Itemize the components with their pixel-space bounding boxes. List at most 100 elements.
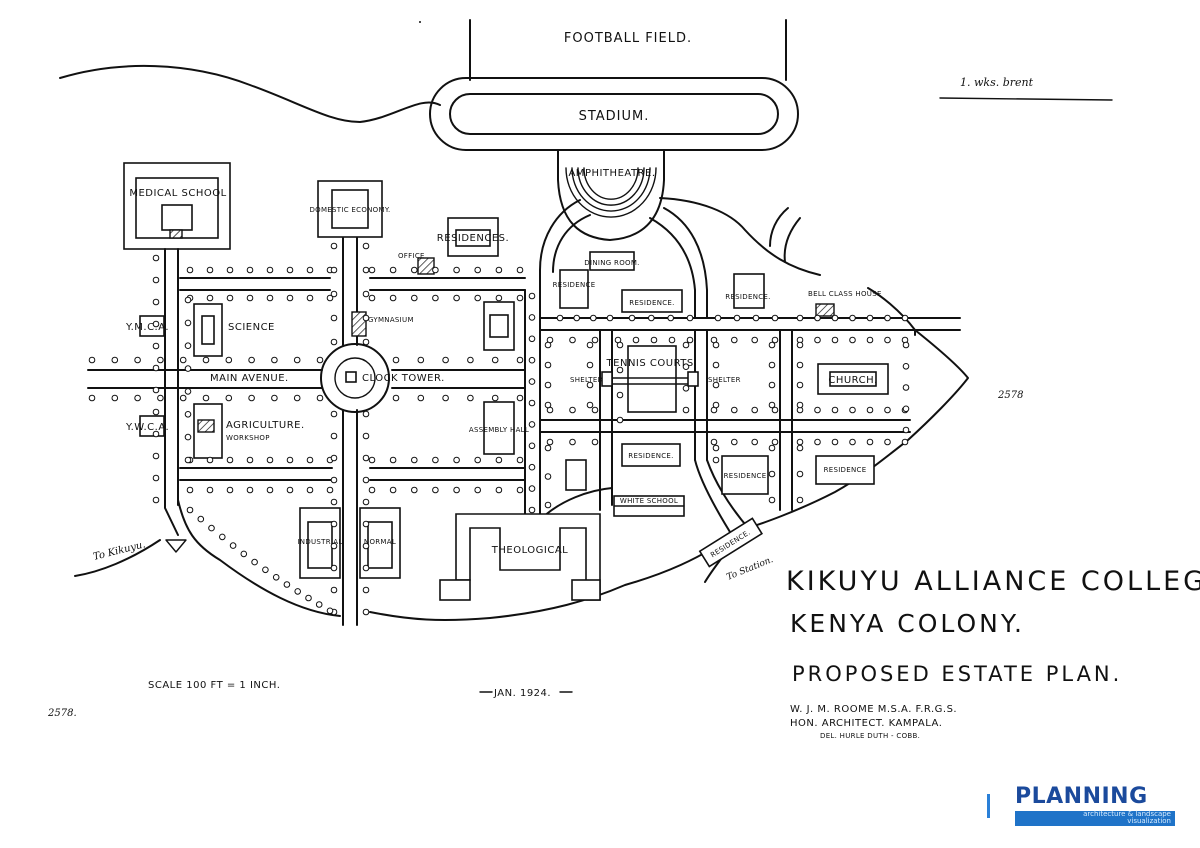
tree-mark (616, 366, 624, 374)
tree-mark (814, 406, 821, 414)
tree-mark (866, 438, 874, 446)
tree-mark (544, 501, 552, 509)
tree-mark (516, 456, 524, 464)
tree-mark (248, 356, 255, 364)
tree-mark (884, 438, 891, 446)
tree-mark (368, 294, 376, 302)
tree-mark (710, 438, 718, 446)
role-line: Hon. Architect. Kampala. (790, 718, 942, 729)
tree-mark (362, 410, 370, 418)
tree-mark (186, 266, 194, 274)
tree-mark (616, 416, 624, 424)
tree-mark (771, 336, 779, 344)
tree-mark (362, 608, 370, 616)
plan-labels: Football Field. Stadium. Amphitheatre. M… (125, 31, 882, 559)
label-domestic-economy: Domestic Economy. (309, 206, 390, 214)
tree-mark (616, 391, 624, 399)
label-bell-class-house: Bell Class House (808, 290, 882, 298)
tree-mark (326, 294, 334, 302)
tree-mark (368, 486, 376, 494)
label-gymnasium: Gymnasium (368, 316, 414, 324)
tree-mark (686, 314, 694, 322)
tree-mark (751, 406, 759, 414)
label-main-avenue: Main Avenue. (210, 373, 289, 384)
tree-mark (362, 520, 370, 528)
tree-mark (152, 342, 160, 350)
tree-mark (796, 470, 804, 478)
title-line-1: Kikuyu Alliance College (786, 566, 1200, 597)
tree-mark (796, 341, 804, 349)
tree-mark (528, 314, 536, 321)
tree-mark (184, 388, 192, 395)
tree-mark (330, 476, 338, 484)
tree-mark (849, 438, 856, 446)
tree-mark (152, 496, 160, 504)
tree-mark (528, 506, 536, 514)
tree-mark (751, 438, 759, 446)
tree-mark (814, 336, 821, 344)
tree-mark (712, 456, 720, 464)
tree-mark (206, 486, 214, 494)
tree-mark (368, 456, 376, 464)
planning-logo: PLANNING architecture & landscape visual… (1015, 784, 1175, 828)
tree-mark (586, 401, 594, 409)
tree-mark (286, 486, 294, 494)
tree-mark (330, 586, 338, 594)
tree-mark (712, 341, 720, 349)
tree-mark (849, 406, 856, 414)
tree-mark (293, 394, 301, 402)
tree-mark (246, 486, 254, 494)
label-theological: Theological (491, 545, 569, 556)
ref-number-left: 2578. (47, 708, 77, 719)
label-office: Office (398, 252, 425, 260)
tree-mark (152, 276, 160, 284)
tree-mark (157, 394, 164, 402)
tree-mark (731, 336, 738, 344)
tree-mark (186, 506, 194, 514)
tree-mark (368, 266, 376, 274)
logo-name: PLANNING (1015, 784, 1148, 809)
label-normal: Normal (364, 538, 396, 546)
tree-mark (432, 456, 439, 464)
tree-mark (389, 266, 397, 274)
tree-mark (516, 356, 524, 364)
tree-mark (591, 438, 599, 446)
tree-mark (389, 294, 397, 302)
tree-mark (516, 266, 524, 274)
tree-mark (474, 486, 482, 494)
stadium-group (429, 77, 799, 241)
tree-mark (902, 426, 910, 434)
label-residence-centre-mid: Residence. (628, 452, 673, 460)
label-shelter-right: Shelter (708, 376, 741, 384)
tree-mark (330, 338, 338, 346)
tree-mark (453, 294, 460, 302)
tree-mark (316, 356, 324, 364)
tree-mark (591, 336, 599, 344)
tree-mark (152, 474, 160, 482)
tree-mark (411, 456, 418, 464)
tree-mark (714, 314, 722, 322)
tree-mark (362, 266, 370, 274)
tree-mark (569, 438, 576, 446)
tree-mark (362, 586, 370, 594)
label-dining-room: Dining Room. (584, 259, 639, 267)
tree-mark (544, 401, 552, 409)
tree-mark (389, 486, 397, 494)
tree-mark (186, 486, 194, 494)
tree-mark (392, 356, 400, 364)
tree-mark (606, 314, 614, 322)
label-science: Science (228, 322, 275, 333)
title-block: Kikuyu Alliance College Kenya Colony. Pr… (786, 566, 1200, 740)
tree-mark (682, 341, 690, 349)
tree-mark (286, 456, 294, 464)
tree-mark (152, 364, 160, 372)
tree-mark (362, 314, 370, 322)
tree-mark (330, 242, 338, 250)
tree-mark (528, 485, 536, 492)
tree-mark (667, 314, 675, 322)
tree-mark (796, 401, 804, 409)
label-residences: Residences. (437, 233, 509, 244)
label-white-school: White School (620, 497, 678, 505)
label-workshop: Workshop (226, 434, 270, 442)
tree-mark (884, 336, 891, 344)
